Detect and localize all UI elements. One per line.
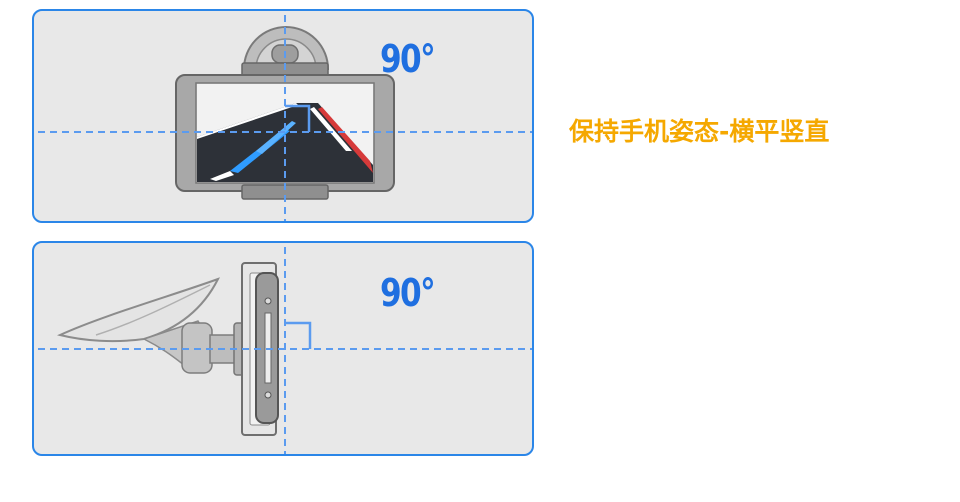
right-angle-marker-icon bbox=[285, 321, 312, 349]
rotation-angle-label: 90° bbox=[380, 37, 436, 81]
side-profile-illustration bbox=[38, 247, 532, 454]
rotation-angle-label: 90° bbox=[380, 271, 436, 315]
side-view-panel: 90° bbox=[32, 241, 534, 456]
landscape-view-panel: 90° bbox=[32, 9, 534, 223]
instruction-caption: 保持手机姿态-横平竖直 bbox=[569, 117, 830, 146]
landscape-phone-illustration bbox=[38, 15, 532, 221]
right-angle-marker-icon bbox=[285, 104, 311, 132]
